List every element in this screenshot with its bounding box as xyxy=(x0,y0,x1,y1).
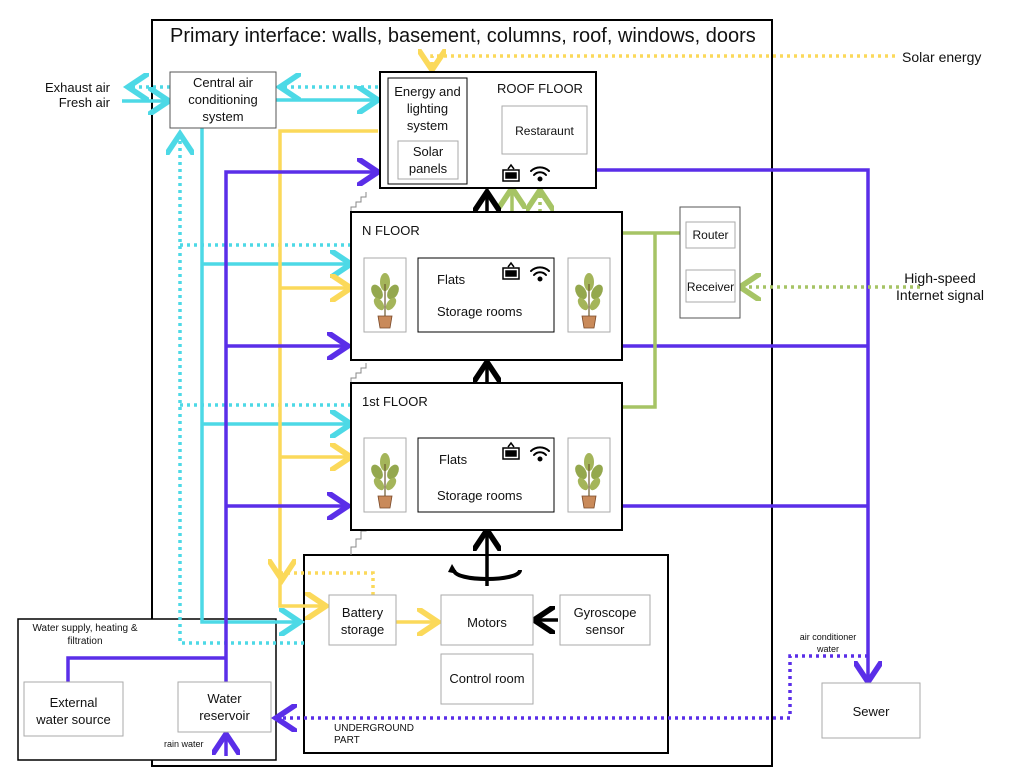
solar-panels-label: Solar panels xyxy=(408,144,448,176)
router-box xyxy=(685,221,736,249)
restaurant-label: Restaraunt xyxy=(515,124,574,138)
receiver-box xyxy=(685,269,736,303)
primary-interface-frame xyxy=(151,19,773,767)
solar-lines xyxy=(278,130,500,622)
underground-label: UNDERGROUND PART xyxy=(334,723,414,746)
energy-lighting-label: Energy and lighting system xyxy=(394,84,461,133)
external-water-label: External water source xyxy=(36,695,111,727)
water-lines xyxy=(66,170,868,756)
first-floor-flats-label: Flats xyxy=(439,452,468,467)
solar-energy-label: Solar energy xyxy=(902,49,982,65)
structure-lines xyxy=(487,192,558,620)
water-panel-label: Water supply, heating & filtration xyxy=(32,623,138,647)
sewer-label: Sewer xyxy=(852,704,890,719)
external-water-box xyxy=(23,681,124,737)
reservoir-box xyxy=(177,681,272,733)
stairs-2 xyxy=(350,363,367,383)
control-room-label: Control room xyxy=(449,671,525,686)
ac-water-label: air conditioner water xyxy=(799,632,857,654)
control-room-box xyxy=(440,653,534,705)
sewer-box xyxy=(821,682,921,739)
wifi-icon xyxy=(530,166,550,182)
first-floor-storage-label: Storage rooms xyxy=(437,488,523,503)
air-lines xyxy=(122,100,378,622)
n-floor-label: N FLOOR xyxy=(362,223,420,238)
hvac-box xyxy=(169,71,277,129)
tv-icon xyxy=(502,441,520,460)
plant-icon xyxy=(371,273,399,329)
motors-box xyxy=(440,594,534,646)
n-floor-flats-label: Flats xyxy=(437,272,466,287)
first-floor-label: 1st FLOOR xyxy=(362,394,428,409)
stairs-3 xyxy=(350,192,367,212)
gyro-label: Gyroscope sensor xyxy=(573,605,637,637)
exhaust-air-label: Exhaust air xyxy=(44,80,110,95)
receiver-label: Receiver xyxy=(686,280,735,294)
tv-icon xyxy=(502,163,520,182)
hvac-label: Central air conditioning system xyxy=(188,75,258,124)
page-title: Primary interface: walls, basement, colu… xyxy=(170,25,756,47)
battery-label: Battery storage xyxy=(340,605,385,637)
router-label: Router xyxy=(692,228,729,242)
solar-dotted-lines xyxy=(282,56,895,595)
wifi-icon xyxy=(530,266,550,282)
motors-label: Motors xyxy=(467,615,507,630)
reservoir-label: Water reservoir xyxy=(199,691,250,723)
gyro-box xyxy=(559,594,651,646)
battery-box xyxy=(328,594,397,646)
internet-signal-label: High-speed Internet signal xyxy=(896,270,984,303)
n-floor-storage-label: Storage rooms xyxy=(437,304,523,319)
wifi-icon xyxy=(530,446,550,462)
tv-icon xyxy=(502,261,520,280)
solar-panels-box xyxy=(397,140,459,180)
fresh-air-label: Fresh air xyxy=(58,95,110,110)
air-dotted-lines xyxy=(128,87,378,645)
roof-floor-label: ROOF FLOOR xyxy=(497,81,583,96)
rain-water-label: rain water xyxy=(164,739,204,749)
restaurant-box xyxy=(501,105,588,155)
